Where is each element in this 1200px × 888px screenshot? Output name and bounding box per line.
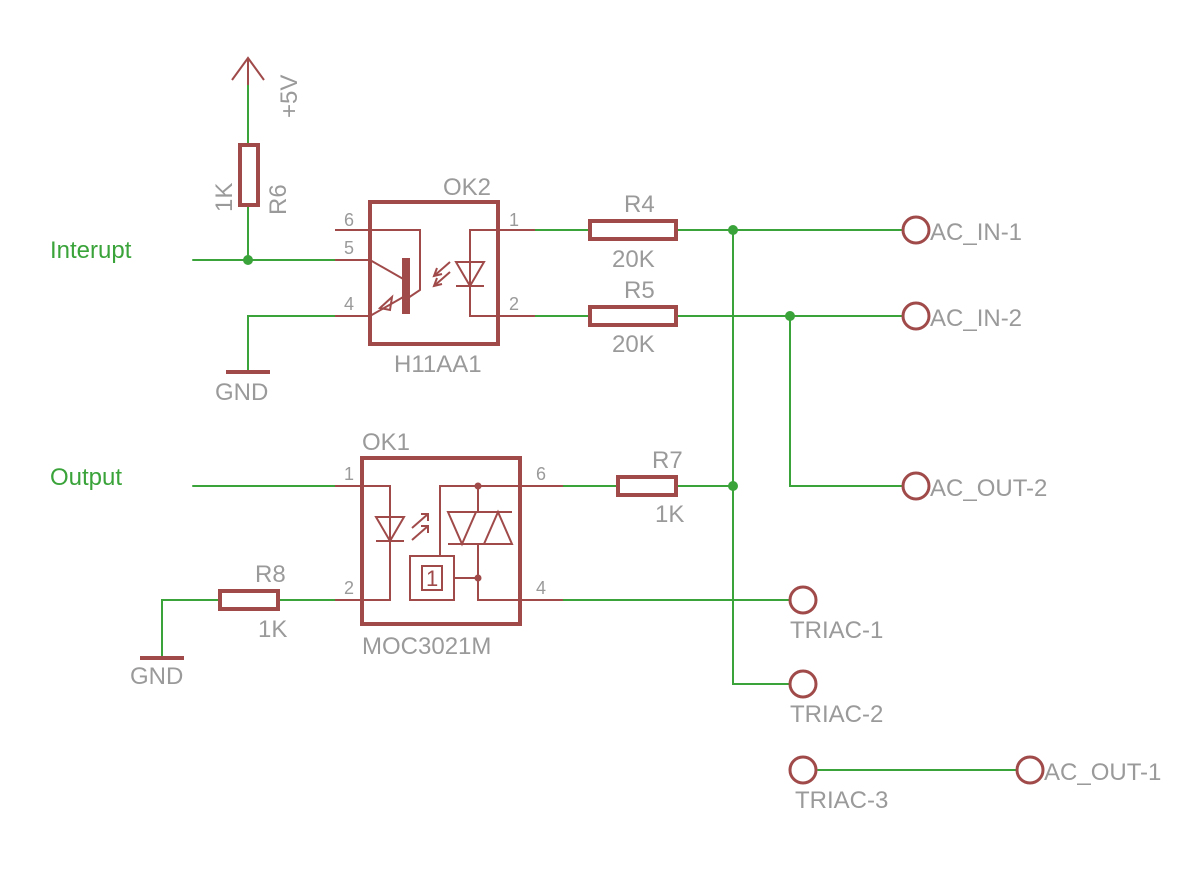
vcc-symbol: +5V (231, 56, 303, 118)
wire-acin1-triac2 (732, 229, 791, 685)
resistor-r7: R7 1K (616, 447, 684, 528)
ok2-pin-4: 4 (344, 294, 354, 314)
wire-gnd-top (247, 315, 341, 373)
ok1-zero-cross-box (409, 555, 455, 601)
wire-acin2-acout2 (789, 315, 903, 487)
resistor-r4-name: R4 (624, 191, 655, 218)
resistor-r7-value: 1K (655, 501, 684, 528)
connector-triac-1 (788, 585, 818, 615)
connector-triac-1-label: TRIAC-1 (790, 617, 883, 644)
ok1-name: OK1 (362, 429, 410, 456)
wires (161, 84, 1017, 771)
resistor-r7-name: R7 (652, 447, 683, 474)
resistor-r5-value: 20K (612, 331, 655, 358)
ok1-led-icon (374, 516, 406, 543)
ok2-pin-1: 1 (509, 210, 519, 230)
vcc-label: +5V (276, 75, 303, 118)
ok1-part: MOC3021M (362, 633, 491, 660)
resistor-r8-name: R8 (255, 561, 286, 588)
gnd-symbol-top: GND (215, 370, 270, 406)
resistor-r4-value: 20K (612, 246, 655, 273)
resistor-r6-body (238, 143, 260, 207)
ok2-transistor-base-icon (402, 258, 410, 314)
connector-triac-2 (788, 669, 818, 699)
ok1-pin-6: 6 (536, 464, 546, 484)
gnd-symbol-bottom: GND (130, 656, 184, 690)
connector-triac-2-label: TRIAC-2 (790, 701, 883, 728)
resistor-r8-body (218, 589, 280, 611)
ok2-pin-5: 5 (344, 238, 354, 258)
resistor-r6-value: 1K (211, 183, 238, 212)
junction-acin2 (785, 311, 795, 321)
ok1-node-top (474, 482, 482, 490)
connector-ac-out-2-label: AC_OUT-2 (930, 475, 1047, 502)
optocoupler-ok2: OK2 H11AA1 6 5 4 1 2 (335, 174, 535, 378)
ok2-led-icon (454, 261, 486, 288)
ok1-light-arrows-icon (411, 513, 429, 541)
net-label-interupt: Interupt (50, 237, 132, 264)
connector-triac-3 (788, 755, 818, 785)
ok1-node-bottom (474, 574, 482, 582)
ok1-pin-2: 2 (344, 578, 354, 598)
connector-ac-in-1 (901, 215, 931, 245)
ok1-triac-icon (446, 509, 514, 547)
connector-ac-in-2 (901, 301, 931, 331)
ok2-part: H11AA1 (394, 351, 482, 378)
gnd-top-label: GND (215, 379, 268, 406)
connector-ac-out-1 (1015, 755, 1045, 785)
resistor-r4: R4 20K (588, 191, 678, 273)
connector-ac-in-1-label: AC_IN-1 (930, 219, 1022, 246)
junction-interupt (243, 255, 253, 265)
resistor-r4-body (588, 219, 678, 241)
connector-ac-in-2-label: AC_IN-2 (930, 305, 1022, 332)
connectors: AC_IN-1 AC_IN-2 AC_OUT-2 TRIAC-1 TRIAC-2… (788, 215, 1161, 814)
resistor-r5-body (588, 305, 678, 327)
optocoupler-ok1: OK1 MOC3021M 1 2 6 4 (335, 429, 563, 660)
gnd-bottom-label: GND (130, 663, 183, 690)
connector-triac-3-label: TRIAC-3 (795, 787, 888, 814)
ok2-pin-2: 2 (509, 294, 519, 314)
resistor-r6: 1K R6 (211, 143, 292, 215)
resistor-r7-body (616, 475, 678, 497)
resistor-r5: R5 20K (588, 277, 678, 358)
ok1-zero-cross-glyph: 1 (426, 566, 438, 591)
connector-ac-out-2 (901, 471, 931, 501)
ok2-emitter-arrow-icon (377, 294, 394, 312)
ok2-body (368, 200, 500, 346)
ok1-pin-1: 1 (344, 464, 354, 484)
resistor-r5-name: R5 (624, 277, 655, 304)
ok1-pin-4: 4 (536, 578, 546, 598)
resistor-r8: R8 1K (218, 561, 287, 643)
junction-acin1 (728, 225, 738, 235)
connector-ac-out-1-label: AC_OUT-1 (1044, 759, 1161, 786)
resistor-r6-name: R6 (265, 184, 292, 215)
wire-gnd-r8 (161, 599, 221, 659)
ok1-body (360, 456, 522, 626)
junction-r7 (728, 481, 738, 491)
ok2-light-arrows-icon (432, 261, 451, 288)
net-label-output: Output (50, 464, 122, 491)
ok2-pin-6: 6 (344, 210, 354, 230)
ok2-name: OK2 (443, 174, 491, 201)
resistor-r8-value: 1K (258, 616, 287, 643)
junctions (243, 225, 795, 491)
